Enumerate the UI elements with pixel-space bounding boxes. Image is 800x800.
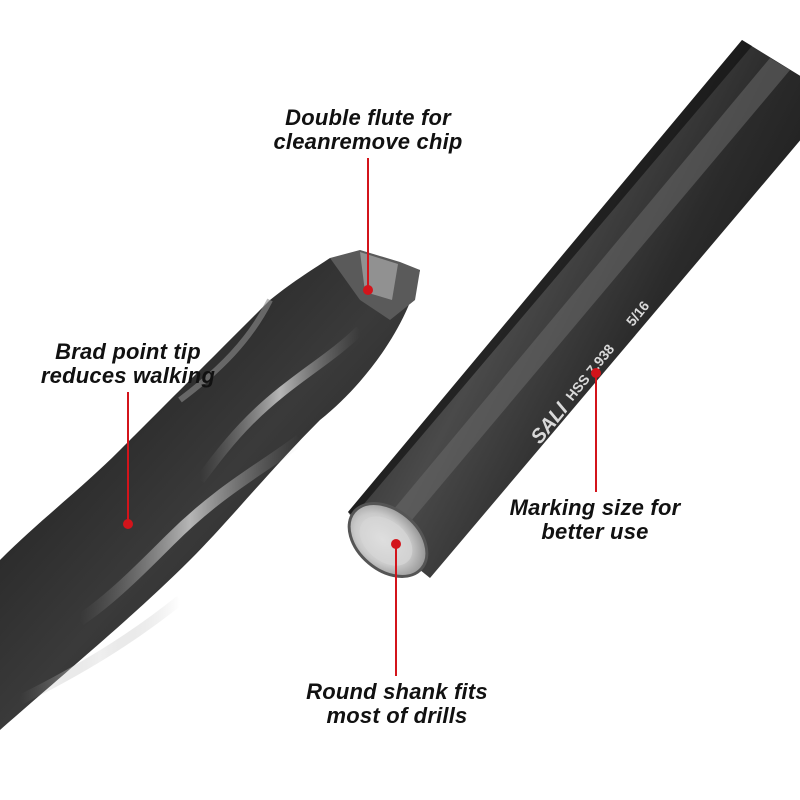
callout-round-shank-line1: Round shank fits [306, 679, 488, 704]
callout-double-flute-line1: Double flute for [285, 105, 451, 130]
callout-double-flute: Double flute for cleanremove chip [250, 106, 486, 154]
callout-marking-size-line1: Marking size for [509, 495, 681, 520]
callout-marking-size-line2: better use [541, 519, 649, 544]
twist-drill-body [0, 250, 420, 730]
callout-marking-size: Marking size for better use [490, 496, 700, 544]
callout-round-shank-line2: most of drills [326, 703, 468, 728]
callout-brad-point-line1: Brad point tip [55, 339, 201, 364]
callout-brad-point-line2: reduces walking [40, 363, 216, 388]
callout-brad-point: Brad point tip reduces walking [20, 340, 236, 388]
callout-round-shank: Round shank fits most of drills [284, 680, 510, 728]
callout-pointers [123, 158, 601, 676]
callout-double-flute-line2: cleanremove chip [273, 129, 463, 154]
